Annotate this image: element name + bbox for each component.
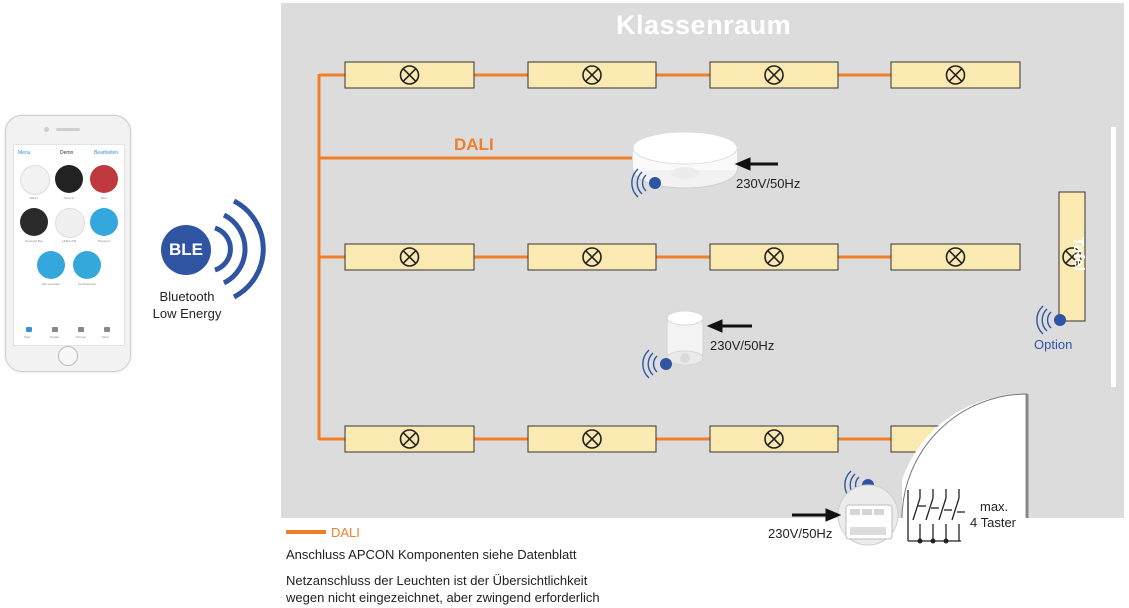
- app-tile[interactable]: [90, 208, 118, 236]
- luminaire: [527, 243, 657, 271]
- app-menu-link[interactable]: Menu: [18, 150, 31, 156]
- push-button-label-line2: 4 Taster: [970, 515, 1017, 530]
- ble-caption-line2: Low Energy: [152, 306, 222, 321]
- dali-bus: [317, 73, 891, 441]
- blackboard-label: Tafel: [1070, 237, 1087, 271]
- note-mains-line1: Netzanschluss der Leuchten ist der Übers…: [286, 573, 588, 588]
- bluetooth-signal-icon: [1036, 305, 1066, 335]
- legend-dali-label: DALI: [331, 525, 360, 540]
- app-tile[interactable]: [90, 165, 118, 193]
- app-tile[interactable]: [20, 208, 48, 236]
- app-tile-caption: Personal Bay: [25, 239, 43, 243]
- app-tab-label: Szenen: [76, 335, 87, 339]
- app-tile-caption: Leuchtenbüro: [77, 282, 97, 286]
- app-tab-label: Geräte: [50, 335, 60, 339]
- phone-screen: Menu Demo Bearbeiten Wall-1 Down-P Mein …: [13, 144, 125, 346]
- phone-camera: [44, 127, 49, 132]
- phone-home-button[interactable]: [58, 346, 78, 366]
- app-tab-label: Mehr: [102, 335, 109, 339]
- app-tile-caption: Mein: [100, 196, 108, 200]
- app-tab-icon[interactable]: [78, 327, 84, 332]
- ble-badge: BLE: [161, 225, 211, 275]
- controller-power-label: 230V/50Hz: [768, 526, 833, 541]
- blackboard: [1111, 127, 1116, 387]
- app-tile-caption: LINEA-PM: [61, 239, 77, 243]
- app-tile-caption: Presence: [97, 239, 111, 243]
- app-tab-label: Start: [24, 335, 31, 339]
- app-tile[interactable]: [55, 165, 83, 193]
- board-luminaire: [1058, 191, 1086, 322]
- app-tab-icon[interactable]: [52, 327, 58, 332]
- ble-caption-line1: Bluetooth: [159, 289, 215, 304]
- door: [901, 393, 1029, 519]
- luminaire: [709, 61, 839, 89]
- bluetooth-signal-icon: [642, 349, 672, 379]
- app-tab-icon[interactable]: [26, 327, 32, 332]
- app-tile[interactable]: [55, 208, 85, 238]
- controller-module: [837, 484, 899, 546]
- app-tile[interactable]: [20, 165, 50, 195]
- power-arrow: [706, 319, 752, 333]
- option-label: Option: [1034, 337, 1073, 352]
- note-apcon: Anschluss APCON Komponenten siehe Datenb…: [286, 547, 577, 562]
- app-tile-caption: Alle Leuchten: [41, 282, 61, 286]
- note-mains-line2: wegen nicht eingezeichnet, aber zwingend…: [286, 590, 600, 605]
- bluetooth-signal-icon: [631, 168, 661, 198]
- wall-sensor-power-label: 230V/50Hz: [710, 338, 775, 353]
- push-buttons: [907, 489, 965, 542]
- luminaire: [709, 425, 839, 453]
- power-arrow: [792, 508, 842, 522]
- app-title: Demo: [60, 150, 74, 156]
- luminaire: [344, 243, 475, 271]
- smartphone: Menu Demo Bearbeiten Wall-1 Down-P Mein …: [5, 115, 131, 372]
- wall-sensor: [666, 310, 704, 366]
- room-title: Klassenraum: [616, 10, 792, 40]
- legend-dali-line: [286, 530, 326, 534]
- ble-caption: Bluetooth Low Energy: [146, 288, 228, 322]
- app-tile[interactable]: [37, 251, 65, 279]
- luminaire: [890, 61, 1021, 89]
- luminaire: [527, 425, 657, 453]
- app-edit-link[interactable]: Bearbeiten: [94, 150, 119, 156]
- luminaire: [709, 243, 839, 271]
- luminaire: [890, 243, 1021, 271]
- app-tab-icon[interactable]: [104, 327, 110, 332]
- ceiling-sensor: [632, 131, 738, 189]
- ceiling-sensor-power-label: 230V/50Hz: [736, 176, 801, 191]
- app-tile-caption: Wall-1: [29, 196, 39, 200]
- luminaire: [344, 425, 475, 453]
- luminaire: [527, 61, 657, 89]
- app-tile-caption: Down-P: [63, 196, 75, 200]
- push-button-label-line1: max.: [980, 499, 1009, 514]
- app-tile[interactable]: [73, 251, 101, 279]
- note-mains: Netzanschluss der Leuchten ist der Übers…: [286, 572, 600, 606]
- dali-bus-label: DALI: [454, 135, 494, 154]
- ble-signal-icon: [214, 198, 266, 300]
- phone-speaker: [56, 128, 80, 131]
- luminaire: [344, 61, 475, 89]
- push-button-junctions: [917, 538, 949, 544]
- power-arrow: [734, 157, 778, 171]
- push-button-label: max. 4 Taster: [970, 499, 1016, 531]
